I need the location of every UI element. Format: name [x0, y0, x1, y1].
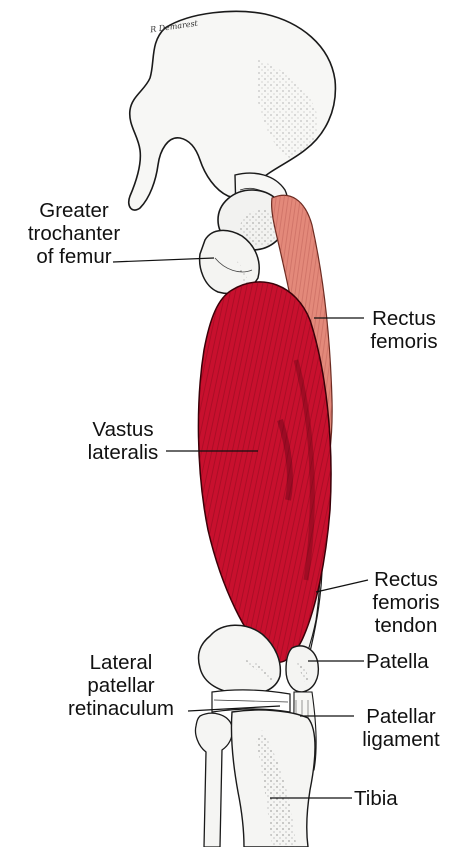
- label-vastus-lateralis: Vastus lateralis: [87, 418, 159, 464]
- leader-lines: [112, 257, 369, 799]
- label-lateral-patellar-retinaculum: Lateral patellar retinaculum: [68, 651, 174, 720]
- label-rectus-femoris: Rectus femoris: [370, 307, 438, 353]
- leader-greater-trochanter: [112, 257, 215, 263]
- pelvis-stipple: [258, 60, 319, 158]
- leader-lateral-patellar-retinaculum: [187, 705, 281, 712]
- fibula-bone: [194, 712, 234, 847]
- label-patella: Patella: [366, 650, 429, 673]
- pelvis-bone: [127, 10, 337, 211]
- label-tibia: Tibia: [354, 787, 398, 810]
- label-greater-trochanter: Greater trochanter of femur: [27, 199, 121, 268]
- label-rectus-femoris-tendon: Rectus femoris tendon: [372, 568, 440, 637]
- leader-rectus-femoris-tendon: [315, 579, 369, 593]
- label-patellar-ligament: Patellar ligament: [362, 705, 440, 751]
